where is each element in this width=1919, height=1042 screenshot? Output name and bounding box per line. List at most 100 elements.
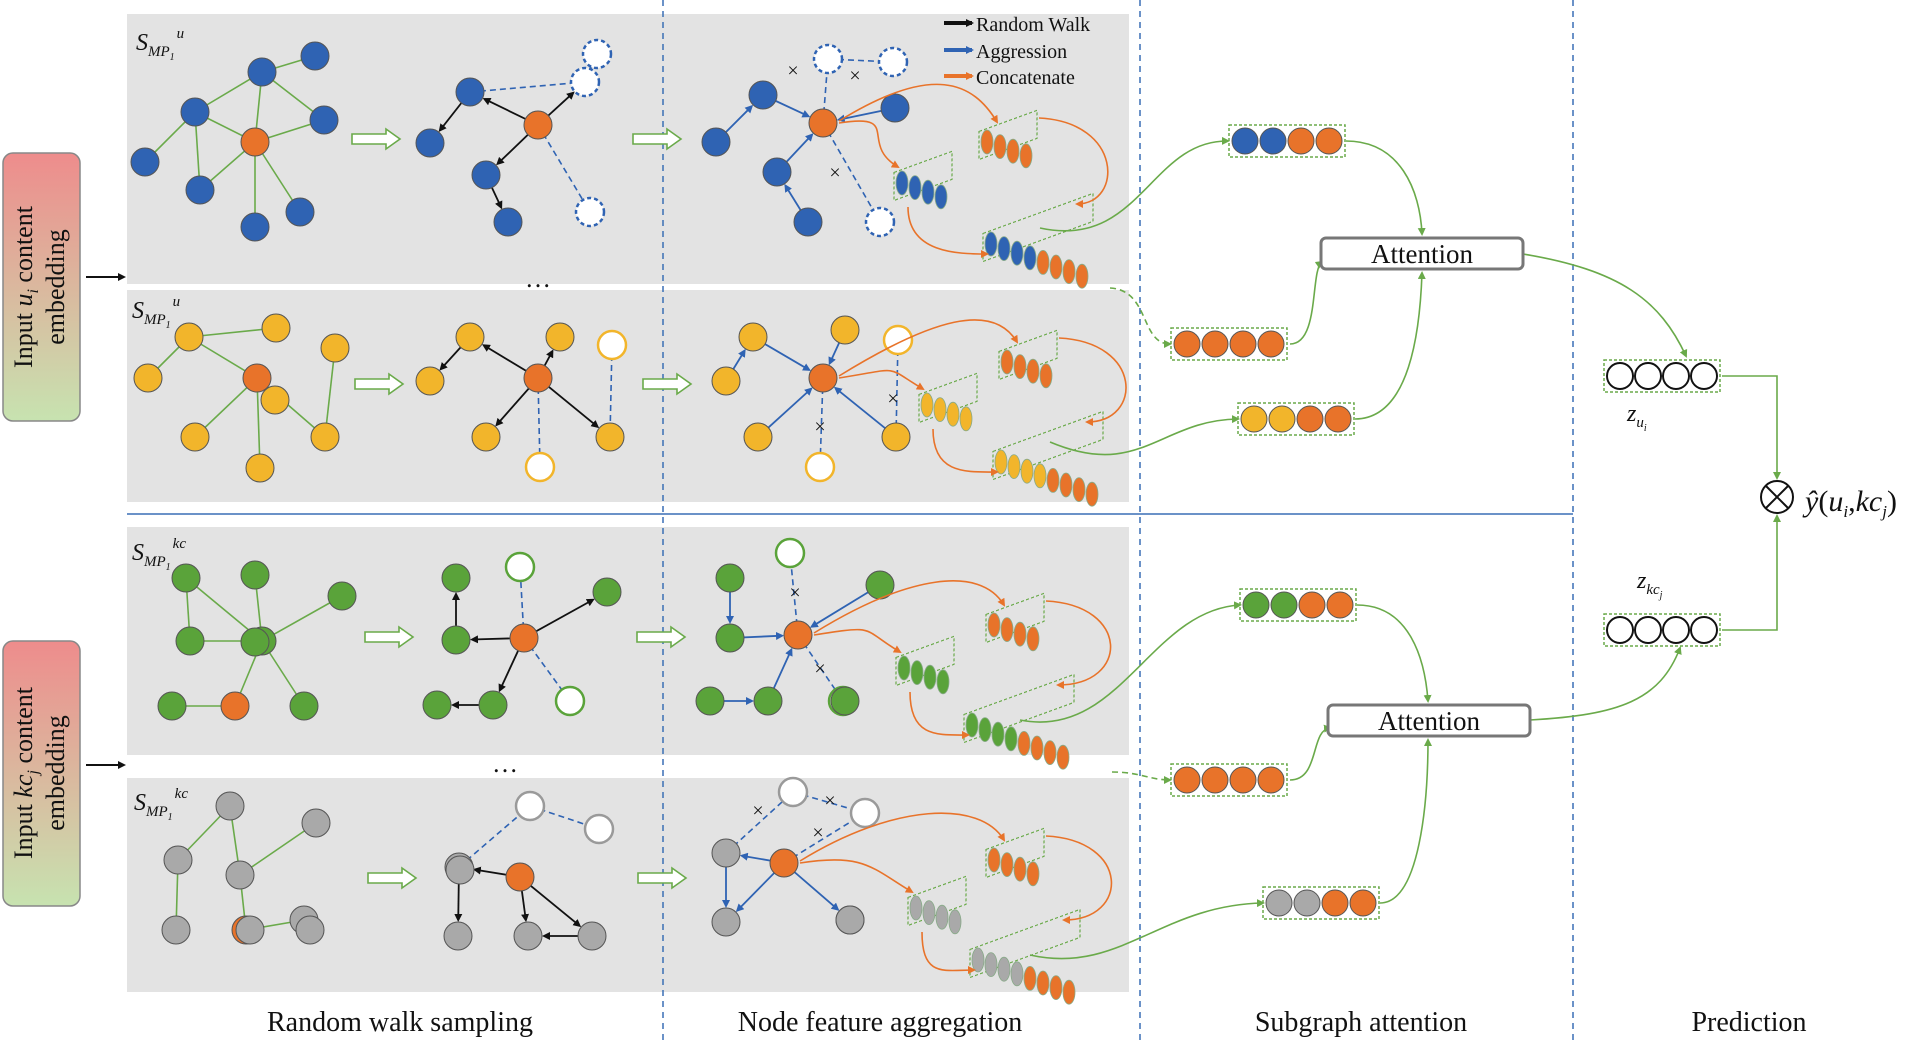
kc-row-2-concat-curve-d: [1045, 835, 1113, 924]
footer-node-feature-aggregation: Node feature aggregation: [738, 1007, 1023, 1038]
kc-row-2-orig-node: [163, 845, 193, 875]
panel-kc-2: [127, 778, 1129, 992]
user-row-2-agg-node: [881, 422, 911, 452]
user-row-1-stack-center-cell: [980, 129, 994, 155]
kc-row-1-walk-node: [509, 623, 539, 653]
user-row-2-step-arrow-1: [354, 372, 405, 396]
user-row-2-orig-node: [245, 453, 275, 483]
user-row-1-pruned-cross: ×: [849, 65, 860, 87]
user-row-1-agg-node: [877, 46, 909, 78]
user-row-1-concat-curve-d: [1038, 117, 1109, 208]
subgraph-label-kc-1: SMP1kc: [132, 536, 186, 573]
kc-row-1-orig-edge: [261, 595, 343, 642]
kc-row-1-concat-curve-b: [813, 580, 1006, 634]
kc-row-1-stack-concat-cell: [1030, 735, 1044, 761]
kc-row-2-orig-node: [215, 791, 245, 821]
legend-concatenate-label: Concatenate: [976, 67, 1075, 89]
input-kc-label: Input kcj content: [9, 686, 42, 859]
footer-subgraph-attention: Subgraph attention: [1255, 1007, 1467, 1038]
kc-row-2-stack-center-cell: [1013, 856, 1027, 882]
user-row-1-walk-node: [415, 128, 445, 158]
kc-row-2-stack-neighbors-cell: [909, 895, 923, 921]
z-kc-vector-cell: [1634, 616, 1662, 644]
kc-row-2-stack-concat-cell: [984, 952, 998, 977]
embedding-user-center-cell: [1229, 330, 1257, 358]
user-row-2-agg-node: [804, 451, 836, 483]
user-row-2-pruned-cross: ×: [814, 416, 825, 438]
embedding-user-2-cell: [1268, 405, 1296, 433]
user-row-1-agg-node: [808, 108, 838, 138]
kc-row-1-orig-node: [289, 691, 319, 721]
user-row-1-orig-node: [185, 175, 215, 205]
kc-row-1-step-arrow-2: [636, 625, 687, 649]
kc-row-1-walk-node: [554, 685, 586, 717]
kc-row-1-orig-node: [175, 626, 205, 656]
user-row-1-walk-node: [493, 207, 523, 237]
user-row-1-walk-node: [471, 160, 501, 190]
link-stack-to-embedding-user-2: [1049, 415, 1240, 456]
kc-row-2-orig-node: [301, 808, 331, 838]
link-embedding-to-attention-user-1: [1345, 140, 1426, 236]
link-stack-to-embedding-kc-1: [1019, 601, 1242, 723]
kc-row-1-stack-center-cell: [987, 612, 1001, 638]
user-row-1-step-arrow-1: [351, 127, 402, 151]
user-row-2-agg-node: [808, 363, 838, 393]
link-stack-to-embedding-user-1: [1039, 136, 1230, 232]
user-row-1-walk-node: [455, 77, 485, 107]
input-user-label-line2: embedding: [41, 229, 70, 345]
link-embedding-to-attention-kc-2: [1379, 738, 1432, 904]
kc-row-2-agg-node: [769, 848, 799, 878]
kc-row-2-stack-concat-cell: [1010, 961, 1024, 987]
user-row-1-pruned-cross: ×: [829, 162, 840, 184]
user-row-2-stack-center-cell: [1013, 354, 1027, 380]
kc-row-2-orig-node: [161, 915, 191, 945]
kc-row-2-stack-concat-cell: [1023, 966, 1037, 991]
input-user-label: Input ui content: [9, 205, 42, 368]
user-row-1-orig-node: [247, 57, 277, 87]
user-row-2-walk-node: [471, 422, 501, 452]
embedding-kc-1-cell: [1270, 591, 1298, 619]
user-row-2-orig-node: [310, 422, 340, 452]
user-row-1-concat-curve-a: [838, 120, 900, 169]
kc-row-2-concat-curve-a: [799, 859, 914, 894]
user-row-1-agg-node: [762, 157, 792, 187]
user-row-2-walk-node: [455, 322, 485, 352]
user-row-1-concat-curve-b: [838, 83, 999, 124]
kc-row-2-stack-concat-cell: [1049, 975, 1063, 1000]
kc-row-2-step-arrow-2: [637, 866, 688, 890]
user-row-2-step-arrow-2: [642, 372, 693, 396]
legend-random-walk-label: Random Walk: [976, 14, 1090, 36]
input-user-box: [2, 152, 81, 422]
user-row-1-stack-concat-cell: [1062, 259, 1076, 285]
user-row-2-stack-concat-cell: [1085, 481, 1099, 507]
z-user-vector-frame: [1603, 359, 1721, 393]
embedding-user-1-cell: [1315, 127, 1343, 155]
kc-row-1-stack-concat-cell: [1004, 726, 1018, 752]
z-kc-label: zkcj: [1636, 568, 1663, 601]
user-row-2-orig-node: [133, 363, 163, 393]
embedding-user-2-cell: [1240, 405, 1268, 433]
user-row-1-agg-node: [864, 206, 896, 238]
embedding-user-1-cell: [1259, 127, 1287, 155]
kc-row-2-agg-node: [711, 907, 741, 937]
user-row-2-concat-curve-b: [838, 319, 1019, 377]
kc-row-1-stack-concat-frame: [963, 673, 1075, 744]
z-user-vector-cell: [1634, 362, 1662, 390]
user-row-1-agg-node: [793, 207, 823, 237]
kc-row-1-agg-node: [830, 686, 860, 716]
user-row-1-orig-node: [285, 197, 315, 227]
kc-row-2-walk-node: [583, 813, 615, 845]
kc-row-2-stack-concat-cell: [1036, 970, 1050, 996]
z-kc-vector-cell: [1690, 616, 1718, 644]
z-user-vector-cell: [1662, 362, 1690, 390]
user-row-1-stack-center-cell: [1006, 138, 1020, 164]
subgraph-label-user-1: SMP1u: [136, 26, 184, 63]
user-row-1-step-arrow-2: [632, 127, 683, 151]
kc-row-2-step-arrow-1: [367, 866, 418, 890]
user-row-1-stack-concat-cell: [1023, 245, 1037, 271]
user-row-2-concat-curve-a: [838, 369, 925, 391]
kc-row-1-stack-concat-cell: [1017, 731, 1031, 756]
user-row-2-orig-node: [261, 313, 291, 343]
kc-row-2-stack-center-cell: [987, 847, 1001, 873]
kc-row-1-pruned-cross: ×: [789, 582, 800, 604]
